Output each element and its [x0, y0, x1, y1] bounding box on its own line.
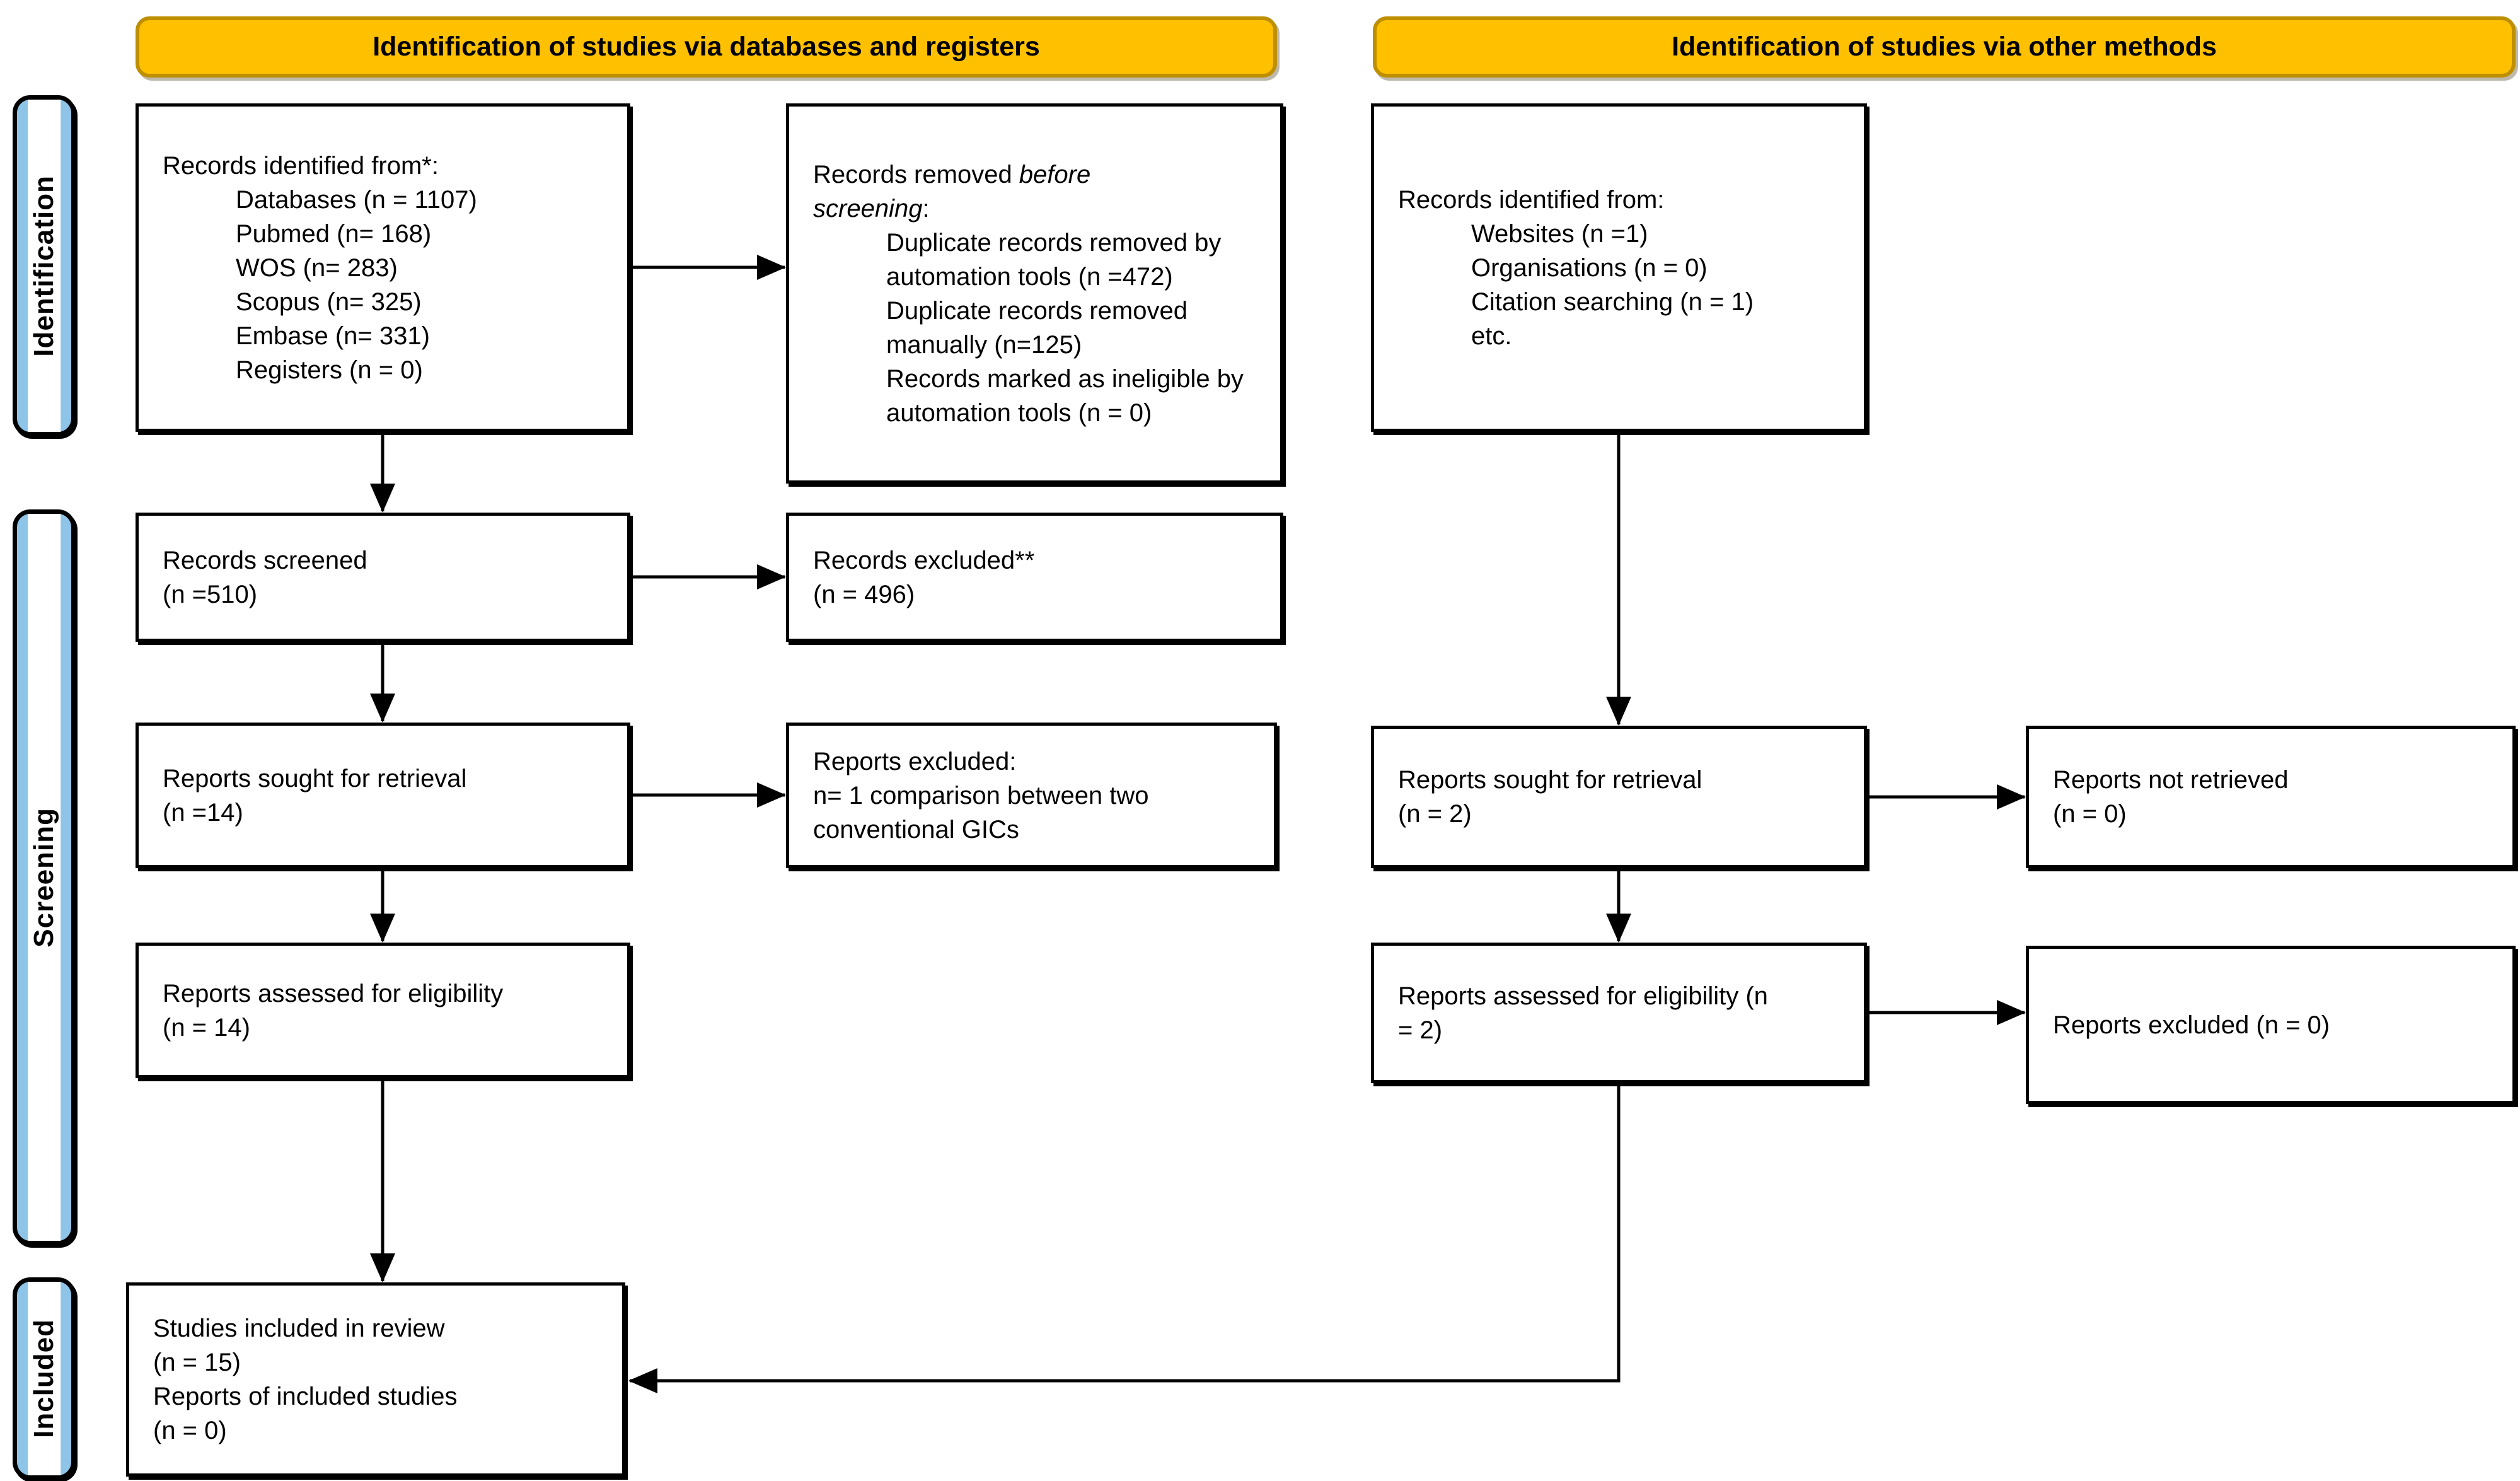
box-reports-sought-other: Reports sought for retrieval (n = 2) — [1371, 726, 1867, 868]
list-item: etc. — [1471, 322, 1512, 350]
box-text: (n = 2) — [1398, 800, 1472, 828]
list-item: Registers (n = 0) — [236, 356, 423, 384]
box-studies-included: Studies included in review (n = 15) Repo… — [126, 1282, 625, 1477]
box-title: Records removed before screening: — [813, 160, 1091, 223]
box-text: Records screened — [163, 546, 367, 574]
box-reports-not-retrieved: Reports not retrieved (n = 0) — [2026, 726, 2516, 868]
box-text: Reports assessed for eligibility (n — [1398, 982, 1768, 1010]
list-item: Databases (n = 1107) — [236, 185, 477, 214]
box-text: Reports excluded: — [813, 747, 1017, 775]
list-item: Embase (n= 331) — [236, 322, 430, 350]
stage-included: Included — [13, 1277, 76, 1480]
list-item: Websites (n =1) — [1471, 219, 1648, 248]
banner-label: Identification of studies via databases … — [373, 32, 1040, 62]
box-text: (n = 496) — [813, 580, 915, 608]
box-text: (n = 15) — [153, 1349, 241, 1376]
stage-label: Identification — [28, 175, 59, 357]
box-text: Reports sought for retrieval — [1398, 766, 1702, 794]
box-text: Reports not retrieved — [2053, 766, 2289, 794]
banner-label: Identification of studies via other meth… — [1672, 32, 2217, 62]
stage-label: Screening — [28, 807, 59, 948]
box-text: (n = 0) — [153, 1417, 227, 1444]
list-item: Scopus (n= 325) — [236, 287, 422, 316]
box-text: (n = 14) — [163, 1013, 250, 1042]
banner-other-methods: Identification of studies via other meth… — [1373, 16, 2516, 78]
box-text: conventional GICs — [813, 815, 1019, 844]
box-records-excluded: Records excluded** (n = 496) — [786, 513, 1283, 642]
box-text: Reports of included studies — [153, 1383, 458, 1410]
box-records-removed-before-screening: Records removed before screening: Duplic… — [786, 103, 1283, 484]
box-reports-assessed-databases: Reports assessed for eligibility (n = 14… — [136, 943, 630, 1078]
list-item: Duplicate records removed by automation … — [886, 228, 1222, 291]
box-text: (n =14) — [163, 798, 243, 827]
box-title: Records identified from*: — [163, 151, 439, 180]
box-text: Reports assessed for eligibility — [163, 979, 504, 1008]
box-text: Studies included in review — [153, 1315, 445, 1342]
box-records-identified-databases: Records identified from*: Databases (n =… — [136, 103, 630, 432]
banner-databases-registers: Identification of studies via databases … — [136, 16, 1277, 78]
box-reports-assessed-other: Reports assessed for eligibility (n = 2) — [1371, 943, 1867, 1083]
box-reports-excluded-reason: Reports excluded: n= 1 comparison betwee… — [786, 723, 1277, 868]
box-reports-excluded-other: Reports excluded (n = 0) — [2026, 946, 2516, 1104]
stage-screening: Screening — [13, 509, 76, 1245]
list-item: WOS (n= 283) — [236, 253, 398, 282]
arrow-assessed-other-to-included — [628, 1083, 1621, 1393]
box-text: Reports sought for retrieval — [163, 764, 467, 793]
box-text: Records excluded** — [813, 546, 1035, 574]
box-text: Reports excluded (n = 0) — [2053, 1011, 2330, 1039]
list-item: Pubmed (n= 168) — [236, 219, 432, 248]
box-text: (n = 0) — [2053, 800, 2127, 828]
stage-identification: Identification — [13, 95, 76, 436]
list-item: Duplicate records removed manually (n=12… — [886, 296, 1188, 359]
box-records-identified-other: Records identified from: Websites (n =1)… — [1371, 103, 1867, 432]
box-records-screened: Records screened (n =510) — [136, 513, 630, 642]
box-reports-sought-databases: Reports sought for retrieval (n =14) — [136, 723, 630, 868]
box-text: (n =510) — [163, 580, 258, 608]
list-item: Records marked as ineligible by automati… — [886, 364, 1244, 427]
list-item: Organisations (n = 0) — [1471, 253, 1708, 282]
list-item: Citation searching (n = 1) — [1471, 287, 1754, 316]
stage-label: Included — [28, 1319, 59, 1438]
box-text: = 2) — [1398, 1016, 1443, 1044]
box-text: n= 1 comparison between two — [813, 781, 1149, 810]
box-title: Records identified from: — [1398, 185, 1665, 214]
